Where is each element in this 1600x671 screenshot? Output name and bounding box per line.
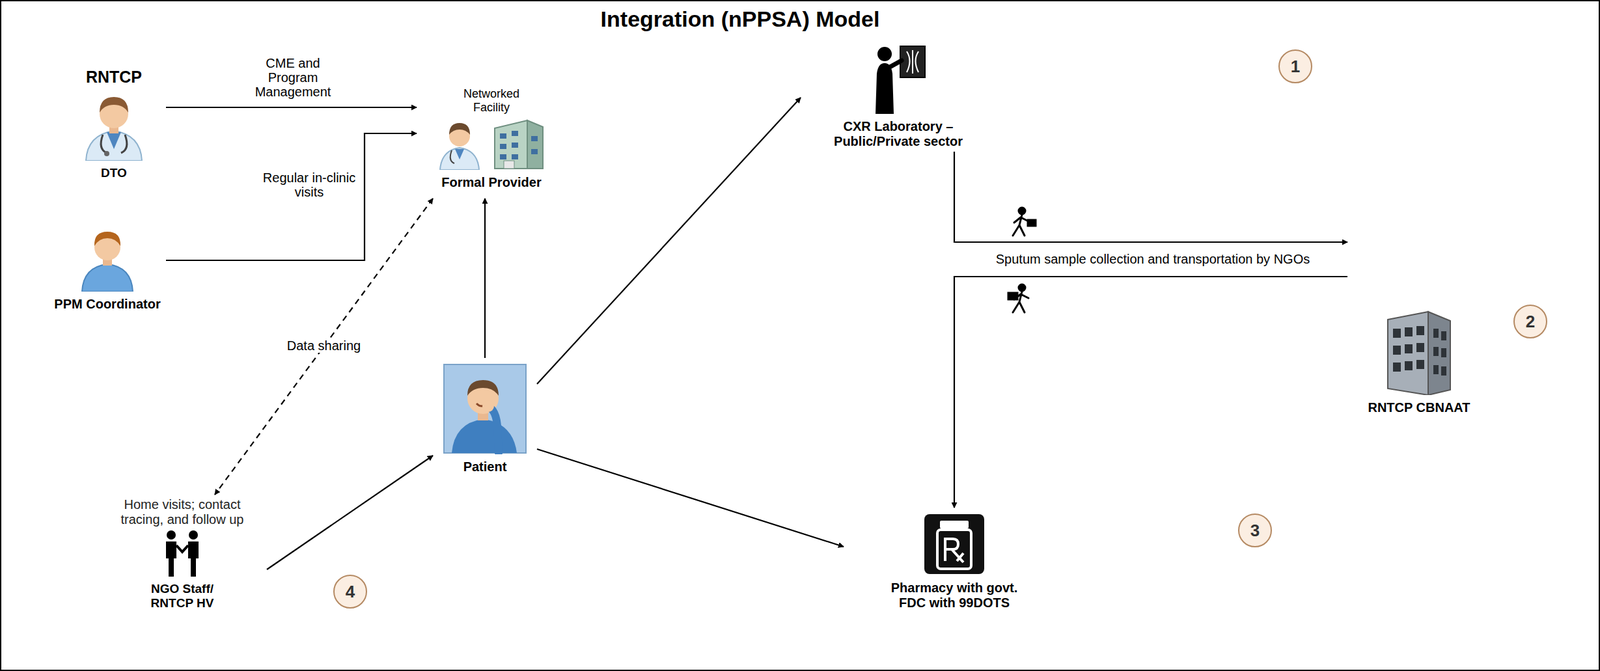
arrow-connector xyxy=(537,97,801,385)
arrow-connector xyxy=(165,133,417,261)
arrow-connector xyxy=(484,198,486,359)
arrow-connector xyxy=(165,106,417,109)
cbnaat-illustration xyxy=(1382,306,1456,396)
node-label: RNTCP CBNAAT xyxy=(1367,400,1470,416)
provider-icon xyxy=(436,116,547,173)
ppm-coordinator-node: PPM Coordinator xyxy=(48,221,166,326)
arrow-connector xyxy=(954,276,1348,508)
ppm-icon xyxy=(78,226,137,295)
dto-node: RNTCP DTO xyxy=(61,65,166,196)
dashed-connector xyxy=(214,198,433,495)
cbnaat-icon xyxy=(1382,306,1456,398)
node-heading: RNTCP xyxy=(85,67,142,87)
cxr-lab-node: CXR Laboratory – Public/Private sector xyxy=(800,35,996,152)
node-heading: Networked Facility xyxy=(452,87,531,114)
ppm-illustration xyxy=(78,226,137,292)
node-label: DTO xyxy=(100,165,127,181)
callout-number: 4 xyxy=(333,574,368,609)
callout-number: 2 xyxy=(1513,304,1548,339)
edge-label: Data sharing xyxy=(276,338,372,353)
callout-number: 1 xyxy=(1278,49,1313,84)
callout-number: 3 xyxy=(1238,513,1272,548)
edge-label: Regular in-clinic visits xyxy=(260,170,359,200)
cbnaat-node: RNTCP CBNAAT xyxy=(1347,231,1491,427)
pharmacy-illustration xyxy=(923,512,986,576)
ngo-icon xyxy=(159,529,206,580)
courier-walker-bottom xyxy=(1008,284,1029,313)
node-label: Patient xyxy=(463,459,508,475)
node-label: NGO Staff/ RNTCP HV xyxy=(139,581,225,611)
patient-illustration xyxy=(442,363,528,455)
node-label: PPM Coordinator xyxy=(54,296,161,312)
arrow-connector xyxy=(954,151,1348,243)
provider-illustration xyxy=(436,116,547,170)
formal-provider-node: Networked FacilityFormal Provider xyxy=(416,84,567,199)
arrow-connector xyxy=(537,449,844,547)
ngo-illustration xyxy=(159,529,206,577)
pharmacy-icon xyxy=(923,512,986,579)
cxr-illustration xyxy=(868,41,928,114)
doctor-illustration xyxy=(78,89,150,161)
edge-label: Sputum sample collection and transportat… xyxy=(964,251,1341,267)
courier-walker-top xyxy=(1012,207,1036,236)
patient-icon xyxy=(442,363,528,457)
doctor-icon xyxy=(78,89,150,164)
node-label: Pharmacy with govt. FDC with 99DOTS xyxy=(887,580,1022,611)
edge-label: CME and Program Management xyxy=(250,55,336,99)
diagram-title: Integration (nPPSA) Model xyxy=(544,6,936,32)
patient-node: Patient xyxy=(432,358,538,482)
arrow-connector xyxy=(266,455,433,570)
pharmacy-node: Pharmacy with govt. FDC with 99DOTS xyxy=(843,507,1065,622)
ngo-staff-node: Home visits; contact tracing, and follow… xyxy=(97,494,267,622)
node-label: CXR Laboratory – Public/Private sector xyxy=(828,119,969,150)
cxr-icon xyxy=(868,41,928,117)
node-heading: Home visits; contact tracing, and follow… xyxy=(106,497,260,528)
node-label: Formal Provider xyxy=(441,175,541,191)
